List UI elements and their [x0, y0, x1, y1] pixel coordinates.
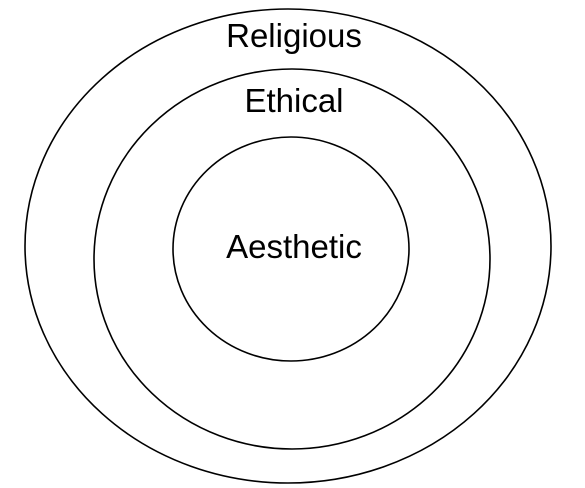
inner-circle-label: Aesthetic: [226, 228, 362, 265]
middle-circle-label: Ethical: [244, 82, 343, 119]
outer-circle: [24, 8, 552, 484]
middle-circle: [93, 68, 491, 450]
inner-circle: [172, 136, 410, 362]
outer-circle-label: Religious: [226, 17, 362, 54]
